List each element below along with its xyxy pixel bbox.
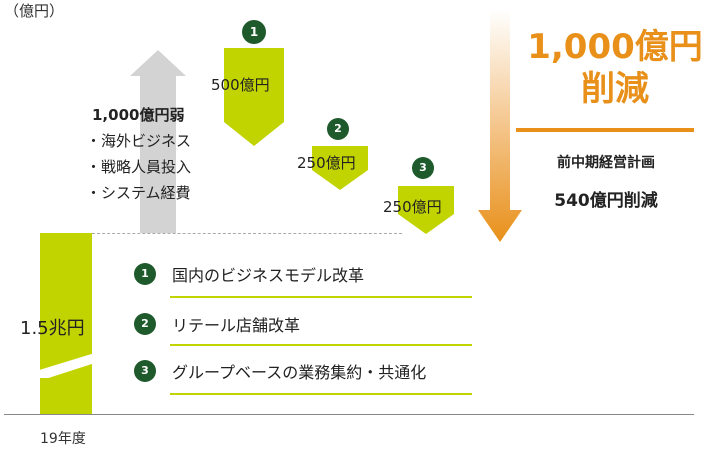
initiative-1-rule [170, 296, 472, 298]
initiative-2-rule [170, 344, 472, 346]
total-reduction-arrow [478, 10, 522, 242]
plan-value: 540億円削減 [554, 191, 658, 211]
total-reduction-value: 1,000億円 削減 [520, 26, 708, 110]
base-bar [40, 233, 92, 414]
step-1-down-arrow [224, 48, 284, 146]
increase-items: ・海外ビジネス ・戦略人員投入 ・システム経費 [86, 128, 191, 206]
initiative-2-badge: 2 [134, 313, 156, 335]
initiative-1-label: 国内のビジネスモデル改革 [172, 266, 365, 285]
initiative-3-rule [170, 393, 472, 395]
baseline-axis [4, 414, 694, 415]
plan-title: 前中期経営計画 [557, 155, 655, 171]
step-3-down-arrow [398, 186, 454, 234]
increase-title: 1,000億円弱 [92, 106, 185, 124]
step-3-badge: 3 [412, 157, 434, 179]
increase-item-overseas: ・海外ビジネス [86, 132, 192, 150]
reference-dashed-line [92, 233, 402, 234]
initiative-1-badge: 1 [134, 263, 156, 285]
increase-item-staff: ・戦略人員投入 [86, 158, 192, 176]
unit-label: （億円） [4, 2, 65, 20]
summary-divider [516, 128, 694, 132]
step-1-badge: 1 [242, 20, 266, 44]
initiative-3-label: グループベースの業務集約・共通化 [172, 363, 427, 382]
step-3-label: 250億円 [383, 198, 442, 216]
initiative-3-badge: 3 [134, 360, 156, 382]
initiative-2-label: リテール店舗改革 [172, 316, 301, 335]
axis-break-mark [36, 352, 98, 378]
increase-arrow [130, 50, 186, 233]
step-1-label: 500億円 [211, 76, 270, 94]
step-2-down-arrow [312, 146, 368, 190]
x-axis-label: 19年度 [40, 431, 86, 447]
step-2-label: 250億円 [297, 154, 356, 172]
base-value-label: 1.5兆円 [20, 318, 85, 339]
total-reduction-amount: 1,000億円 [527, 27, 703, 67]
increase-item-system: ・システム経費 [86, 184, 191, 202]
step-2-badge: 2 [327, 118, 349, 140]
total-reduction-suffix: 削減 [581, 69, 649, 109]
